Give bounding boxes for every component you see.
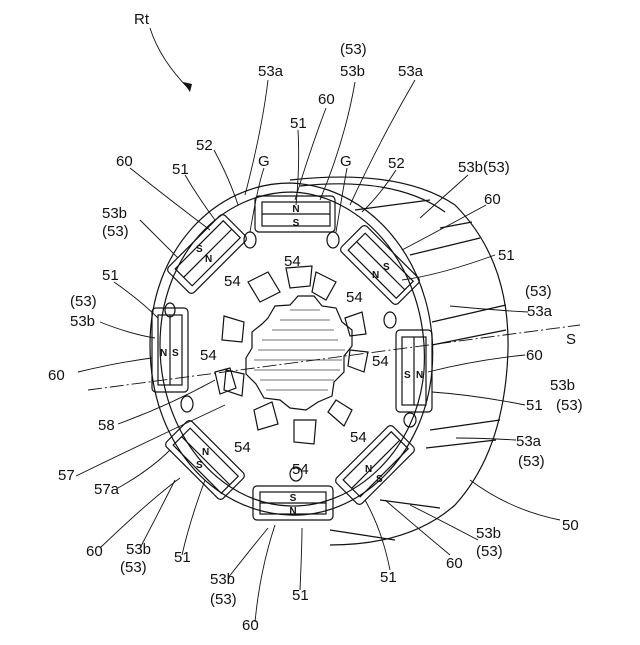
- magnet-right-outer-pole: N: [416, 370, 423, 381]
- label-54-top: 54: [284, 253, 301, 270]
- label-53b-top: 53b: [340, 63, 365, 80]
- rt-arrow: [150, 28, 192, 92]
- magnet-top-outer-pole: N: [292, 204, 299, 215]
- label-60-lower-right: 60: [446, 555, 463, 572]
- label-53a-top-right: 53a: [398, 63, 424, 80]
- label-53-paren-right-lower-2: (53): [518, 453, 545, 470]
- label-60-upper-right: 60: [484, 191, 501, 208]
- magnet-top-inner-pole: S: [293, 218, 300, 229]
- label-60-right: 60: [526, 347, 543, 364]
- label-rt: Rt: [134, 11, 150, 28]
- label-53a-top-left: 53a: [258, 63, 284, 80]
- label-60-left: 60: [48, 367, 65, 384]
- label-53b-right: 53b: [550, 377, 575, 394]
- magnet-top: N S: [255, 196, 335, 232]
- label-60-lower-left: 60: [86, 543, 103, 560]
- label-57: 57: [58, 467, 75, 484]
- magnet-upper-right-inner-pole: N: [372, 270, 379, 281]
- label-53b53-upper-right: 53b(53): [458, 159, 510, 176]
- label-51-upper-right: 51: [498, 247, 515, 264]
- label-axis-s: S: [566, 331, 576, 348]
- label-g-right: G: [340, 153, 352, 170]
- label-60-top: 60: [318, 91, 335, 108]
- magnet-left: N S: [152, 308, 188, 392]
- magnet-right-inner-pole: S: [404, 370, 411, 381]
- label-53-paren-lower-left: (53): [120, 559, 147, 576]
- magnet-lower-left-outer-pole: S: [196, 460, 203, 471]
- magnet-left-outer-pole: N: [160, 348, 167, 359]
- label-53-paren-top: (53): [340, 41, 367, 58]
- label-53b-bottom: 53b: [210, 571, 235, 588]
- shaft-hole: [246, 296, 352, 410]
- label-53-paren-bottom: (53): [210, 591, 237, 608]
- magnet-lower-left-inner-pole: N: [202, 447, 209, 458]
- label-53b-left: 53b: [70, 313, 95, 330]
- magnet-left-inner-pole: S: [172, 348, 179, 359]
- label-53b-upper-left: 53b: [102, 205, 127, 222]
- label-58: 58: [98, 417, 115, 434]
- label-53-paren-lower-right: (53): [476, 543, 503, 560]
- label-52-left: 52: [196, 137, 213, 154]
- magnet-upper-left-inner-pole: N: [205, 254, 212, 265]
- magnet-bottom-inner-pole: S: [290, 493, 297, 504]
- label-51-right: 51: [526, 397, 543, 414]
- label-53-paren-right: (53): [525, 283, 552, 300]
- label-53-paren-right-lower: (53): [556, 397, 583, 414]
- label-54-right-inner: 54: [372, 353, 389, 370]
- label-51-lower-left: 51: [174, 549, 191, 566]
- label-60-upper-left: 60: [116, 153, 133, 170]
- label-54-upper-right-inner: 54: [346, 289, 363, 306]
- label-51-top: 51: [290, 115, 307, 132]
- label-60-bottom: 60: [242, 617, 259, 634]
- label-53b-lower-left: 53b: [126, 541, 151, 558]
- magnet-lower-right-inner-pole: N: [365, 464, 372, 475]
- label-53a-right-lower: 53a: [516, 433, 542, 450]
- label-57a: 57a: [94, 481, 120, 498]
- label-53b-lower-right: 53b: [476, 525, 501, 542]
- label-52-right: 52: [388, 155, 405, 172]
- magnet-bottom-outer-pole: N: [289, 506, 296, 517]
- magnet-lower-right-outer-pole: S: [376, 474, 383, 485]
- label-51-upper-left: 51: [172, 161, 189, 178]
- magnet-upper-right-outer-pole: S: [383, 262, 390, 273]
- label-53-paren-left: (53): [70, 293, 97, 310]
- label-53-paren-upper-left: (53): [102, 223, 129, 240]
- magnet-upper-left-outer-pole: S: [196, 244, 203, 255]
- label-54-lower-right-inner: 54: [350, 429, 367, 446]
- label-53a-right: 53a: [527, 303, 553, 320]
- label-54-left-inner: 54: [200, 347, 217, 364]
- label-51-lower-right: 51: [380, 569, 397, 586]
- label-54-upper-left-inner: 54: [224, 273, 241, 290]
- label-54-lower-left-inner: 54: [234, 439, 251, 456]
- magnet-bottom: S N: [253, 486, 333, 520]
- label-g-left: G: [258, 153, 270, 170]
- label-54-bottom: 54: [292, 461, 309, 478]
- label-51-bottom: 51: [292, 587, 309, 604]
- labels: Rt 53a (53) 53b 53a 60 51 52 G G 52 60 5…: [48, 11, 583, 634]
- label-50: 50: [562, 517, 579, 534]
- label-51-left: 51: [102, 267, 119, 284]
